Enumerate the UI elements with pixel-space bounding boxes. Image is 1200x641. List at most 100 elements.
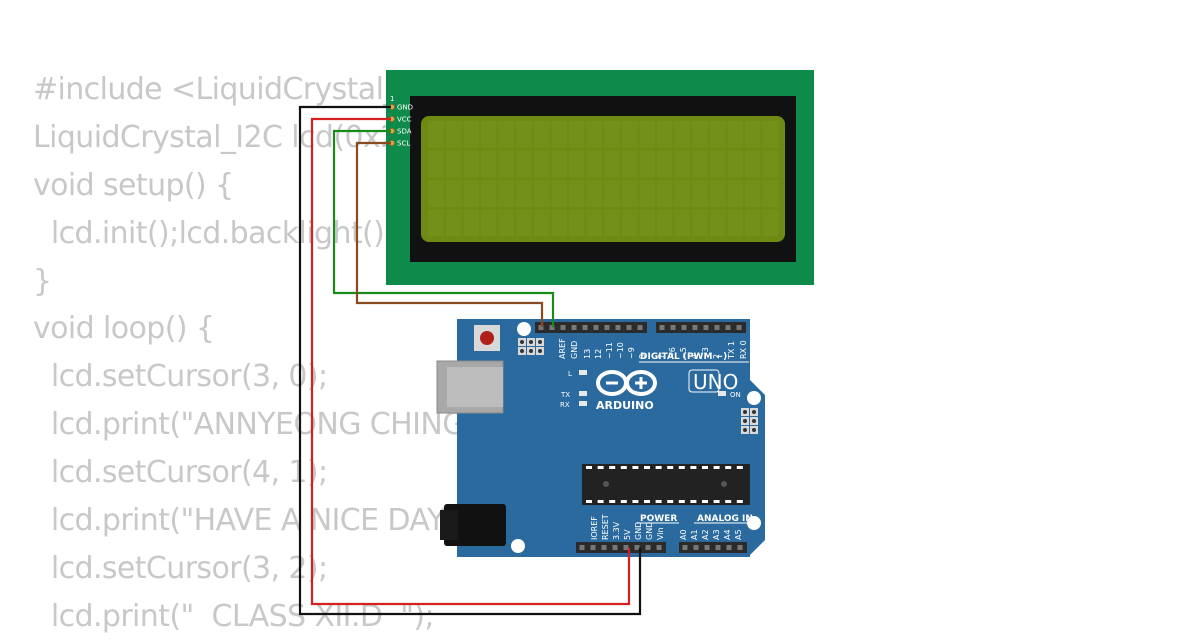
header-socket[interactable] bbox=[538, 325, 544, 330]
usb-port-inner bbox=[447, 367, 503, 407]
lcd-cell bbox=[586, 150, 603, 178]
lcd-pin-label: SDA bbox=[397, 128, 412, 136]
code-line: void loop() { bbox=[33, 311, 215, 347]
power-header-label: POWER bbox=[640, 514, 677, 524]
lcd-cell bbox=[498, 180, 515, 207]
digital-pin-header[interactable] bbox=[535, 322, 746, 333]
analog-pin-label: A1 bbox=[690, 529, 699, 540]
header-socket[interactable] bbox=[725, 325, 731, 330]
digital-pin-label: ~11 bbox=[605, 342, 614, 359]
header-socket[interactable] bbox=[612, 545, 618, 550]
header-socket[interactable] bbox=[681, 325, 687, 330]
header-socket[interactable] bbox=[736, 325, 742, 330]
digital-pin-label: ~9 bbox=[627, 347, 636, 359]
mounting-hole bbox=[747, 516, 761, 530]
digital-pin-label: 4 bbox=[690, 354, 699, 359]
digital-pin-label: RX 0 bbox=[739, 340, 748, 359]
lcd-cell bbox=[586, 209, 603, 237]
header-socket[interactable] bbox=[645, 545, 651, 550]
icsp-header-right bbox=[741, 408, 758, 434]
lcd-cell bbox=[428, 209, 444, 237]
analog-header-label: ANALOG IN bbox=[697, 514, 753, 524]
header-socket[interactable] bbox=[615, 325, 621, 330]
lcd-cell bbox=[762, 121, 779, 148]
analog-pin-header[interactable] bbox=[679, 542, 747, 553]
lcd-cell bbox=[656, 180, 673, 207]
header-socket[interactable] bbox=[579, 545, 585, 550]
power-pin-label: Vin bbox=[656, 527, 665, 540]
digital-pin-label: 2 bbox=[712, 354, 721, 359]
reset-button-cap[interactable] bbox=[480, 331, 494, 345]
header-socket[interactable] bbox=[737, 545, 743, 550]
header-socket[interactable] bbox=[656, 545, 662, 550]
lcd-cell bbox=[445, 121, 462, 148]
header-socket[interactable] bbox=[590, 545, 596, 550]
lcd-cell bbox=[551, 180, 568, 207]
header-socket[interactable] bbox=[715, 545, 721, 550]
chip-pin bbox=[667, 500, 674, 503]
lcd-pin-label: SCL bbox=[397, 140, 410, 148]
lcd-cell bbox=[692, 121, 708, 148]
analog-pin-label: A3 bbox=[712, 529, 721, 540]
lcd-cell bbox=[762, 150, 779, 178]
lcd-cell bbox=[568, 150, 585, 178]
wire-sda[interactable] bbox=[332, 129, 555, 327]
header-socket[interactable] bbox=[582, 325, 588, 330]
digital-pin-label: AREF bbox=[558, 338, 567, 359]
header-socket[interactable] bbox=[626, 325, 632, 330]
header-socket[interactable] bbox=[637, 325, 643, 330]
icsp-header-top bbox=[518, 338, 544, 355]
header-socket[interactable] bbox=[623, 545, 629, 550]
header-socket[interactable] bbox=[601, 545, 607, 550]
icsp-pin bbox=[743, 428, 747, 432]
analog-pin-label: A2 bbox=[701, 529, 710, 540]
wire-vcc[interactable] bbox=[310, 117, 631, 606]
digital-pin-label: 8 bbox=[638, 354, 647, 359]
lcd-cell bbox=[551, 150, 568, 178]
header-body bbox=[535, 322, 647, 333]
header-socket[interactable] bbox=[682, 545, 688, 550]
header-socket[interactable] bbox=[634, 545, 640, 550]
header-socket[interactable] bbox=[714, 325, 720, 330]
header-socket[interactable] bbox=[560, 325, 566, 330]
chip-pin bbox=[702, 500, 708, 503]
led-rx bbox=[579, 401, 587, 406]
header-socket[interactable] bbox=[726, 545, 732, 550]
lcd-cell bbox=[463, 150, 480, 178]
header-socket[interactable] bbox=[604, 325, 610, 330]
lcd-cell bbox=[762, 209, 779, 237]
header-socket[interactable] bbox=[549, 325, 555, 330]
lcd-cell bbox=[709, 121, 726, 148]
lcd-cell bbox=[586, 180, 603, 207]
led-tx-label: TX bbox=[560, 391, 570, 399]
header-socket[interactable] bbox=[593, 325, 599, 330]
header-body bbox=[679, 542, 747, 553]
lcd-cell bbox=[428, 180, 444, 207]
header-socket[interactable] bbox=[670, 325, 676, 330]
header-socket[interactable] bbox=[571, 325, 577, 330]
power-pin-label: GND bbox=[645, 522, 654, 540]
digital-header-label: DIGITAL (PWM ~) bbox=[640, 352, 727, 362]
wire-scl[interactable] bbox=[355, 141, 544, 327]
lcd-cell bbox=[480, 209, 497, 237]
chip-marker bbox=[603, 481, 609, 487]
power-pin-header[interactable] bbox=[576, 542, 666, 553]
uno-badge bbox=[688, 369, 720, 393]
header-socket[interactable] bbox=[703, 325, 709, 330]
arduino-infinity-logo-icon bbox=[596, 370, 657, 396]
header-socket[interactable] bbox=[704, 545, 710, 550]
digital-pin-label: 13 bbox=[583, 349, 592, 359]
code-line: } bbox=[33, 263, 52, 299]
wire-gnd[interactable] bbox=[298, 105, 642, 616]
lcd-cell bbox=[656, 121, 673, 148]
lcd-cell bbox=[568, 209, 585, 237]
header-socket[interactable] bbox=[693, 545, 699, 550]
mounting-hole bbox=[511, 539, 525, 553]
header-socket[interactable] bbox=[692, 325, 698, 330]
header-body bbox=[576, 542, 666, 553]
header-socket[interactable] bbox=[659, 325, 665, 330]
chip-pin bbox=[609, 466, 616, 469]
